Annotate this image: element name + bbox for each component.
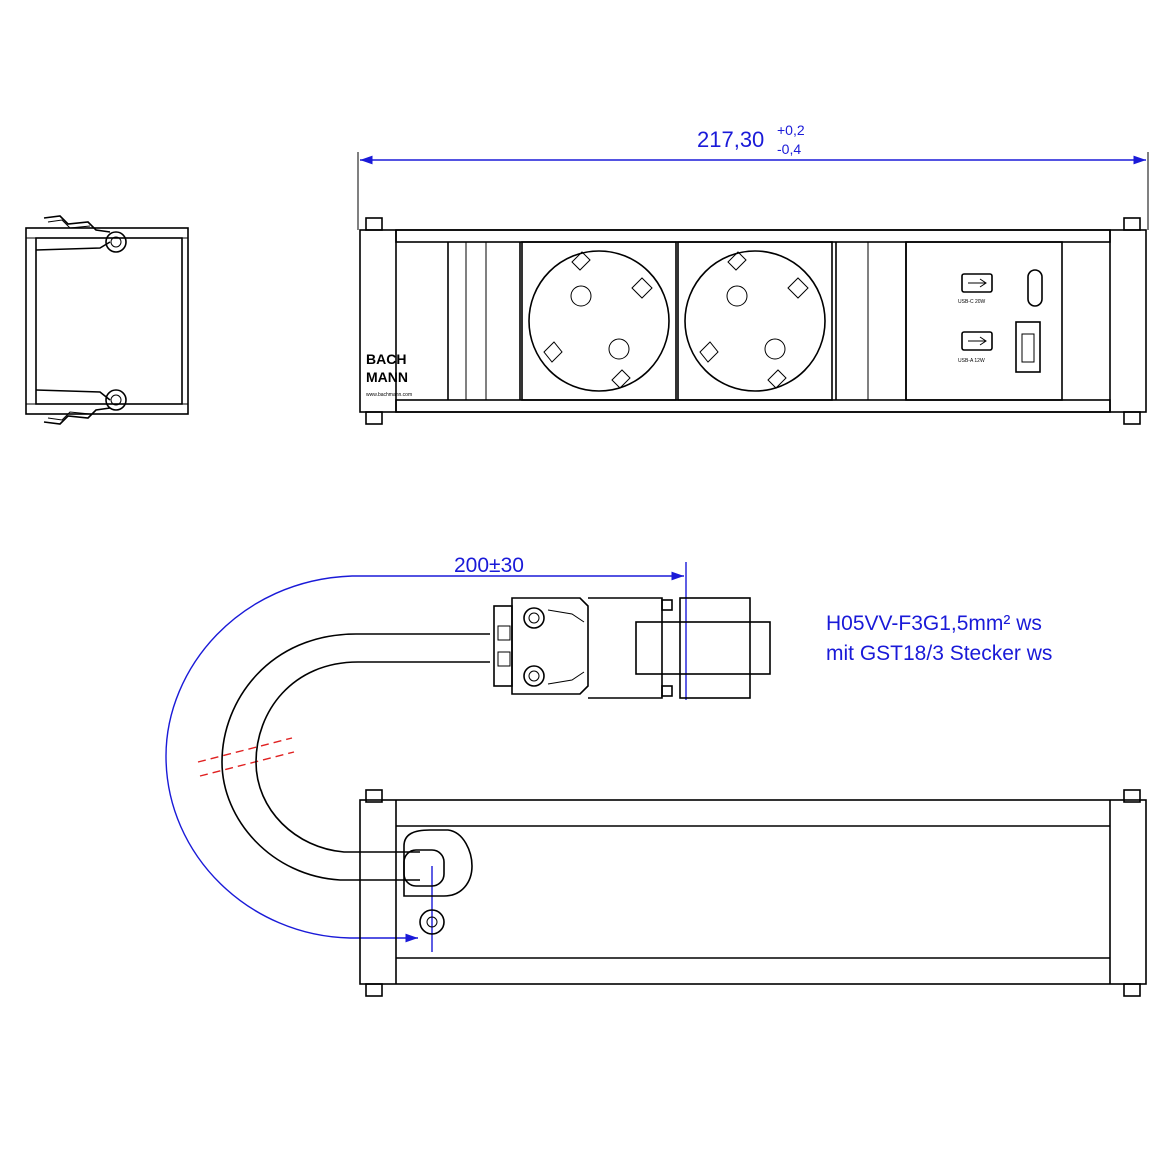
gst18-plug [493, 597, 771, 699]
socket-module-1 [521, 241, 677, 401]
cable-length-dimension-line [165, 575, 418, 943]
usb-c-label: USB-C 20W [958, 299, 986, 305]
length-tolerance-lower: -0,4 [777, 141, 801, 157]
brand-logo-line1: BACH [366, 351, 406, 367]
fixing-screw [419, 909, 445, 935]
cable-entry-gland [403, 829, 473, 897]
usb-a-port [1015, 321, 1041, 373]
cable-spec-line1: H05VV-F3G1,5mm² ws [826, 612, 1042, 635]
cable-spec-line2: mit GST18/3 Stecker ws [826, 642, 1052, 665]
brand-website: www.bachmann.com [366, 392, 412, 398]
usb-c-charge-icon [961, 273, 993, 293]
power-strip-body [359, 229, 1147, 413]
usb-a-charge-icon [961, 331, 993, 351]
cable-length-value: 200±30 [454, 554, 524, 577]
top-view-with-cable: 200±30 H05VV-F3G1,5mm² ws [165, 554, 1147, 997]
side-view [25, 215, 189, 425]
brand-logo-line2: MANN [366, 369, 408, 385]
strip-top-view-body [359, 799, 1147, 985]
cable-outer-edge [221, 633, 490, 881]
length-value: 217,30 [697, 127, 764, 152]
socket-module-2 [677, 241, 833, 401]
usb-a-label: USB-A 12W [958, 358, 985, 364]
usb-module [905, 241, 1063, 401]
front-view: 217,30 +0,2 -0,4 BACH MANN www.bachmann.… [357, 122, 1149, 425]
cable-inner-edge [255, 661, 490, 853]
usb-c-port [1027, 269, 1043, 307]
length-tolerance-upper: +0,2 [777, 122, 805, 138]
